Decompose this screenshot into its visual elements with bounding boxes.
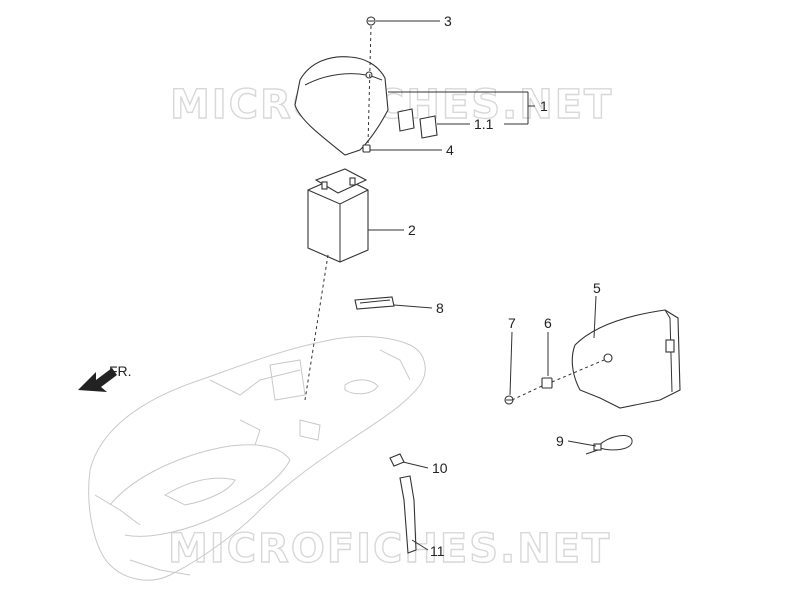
part-7-screw — [504, 395, 514, 405]
callout-5: 5 — [593, 280, 601, 296]
leader-lines — [368, 20, 597, 551]
callout-labels: 3 1 1.1 4 2 8 5 6 7 9 10 11 — [408, 13, 601, 559]
callout-1-1: 1.1 — [474, 116, 494, 132]
part-5-side-panel — [571, 309, 681, 409]
part-1-battery-cover — [294, 56, 389, 156]
assembly-lines — [304, 25, 605, 401]
watermark-top: MICROFICHES.NET — [170, 82, 613, 128]
part-11-strap — [399, 475, 417, 554]
part-3-screw — [366, 16, 376, 26]
front-direction-indicator: FR. — [78, 363, 132, 392]
direction-label: FR. — [109, 363, 132, 379]
callout-8: 8 — [436, 300, 444, 316]
callout-1: 1 — [540, 98, 548, 114]
part-6-clip-nut — [541, 377, 553, 389]
underseat-compartment-frame — [88, 336, 426, 581]
callout-10: 10 — [432, 460, 448, 476]
callout-7: 7 — [508, 315, 516, 331]
part-8-rubber-strip — [354, 296, 395, 310]
front-arrow-icon — [78, 368, 117, 392]
part-1-1-pads — [397, 108, 438, 139]
watermark-bottom: MICROFICHES.NET — [168, 526, 611, 572]
callout-4: 4 — [446, 142, 454, 158]
part-10-clip — [389, 453, 405, 467]
part-9-cable-tie — [585, 434, 633, 455]
callout-3: 3 — [444, 13, 452, 29]
callout-11: 11 — [430, 543, 445, 559]
part-2-battery — [307, 168, 369, 263]
callout-9: 9 — [556, 433, 564, 449]
callout-6: 6 — [544, 315, 552, 331]
cover-screw-hole — [365, 71, 373, 79]
part-4-nut — [362, 144, 371, 153]
callout-2: 2 — [408, 222, 416, 238]
